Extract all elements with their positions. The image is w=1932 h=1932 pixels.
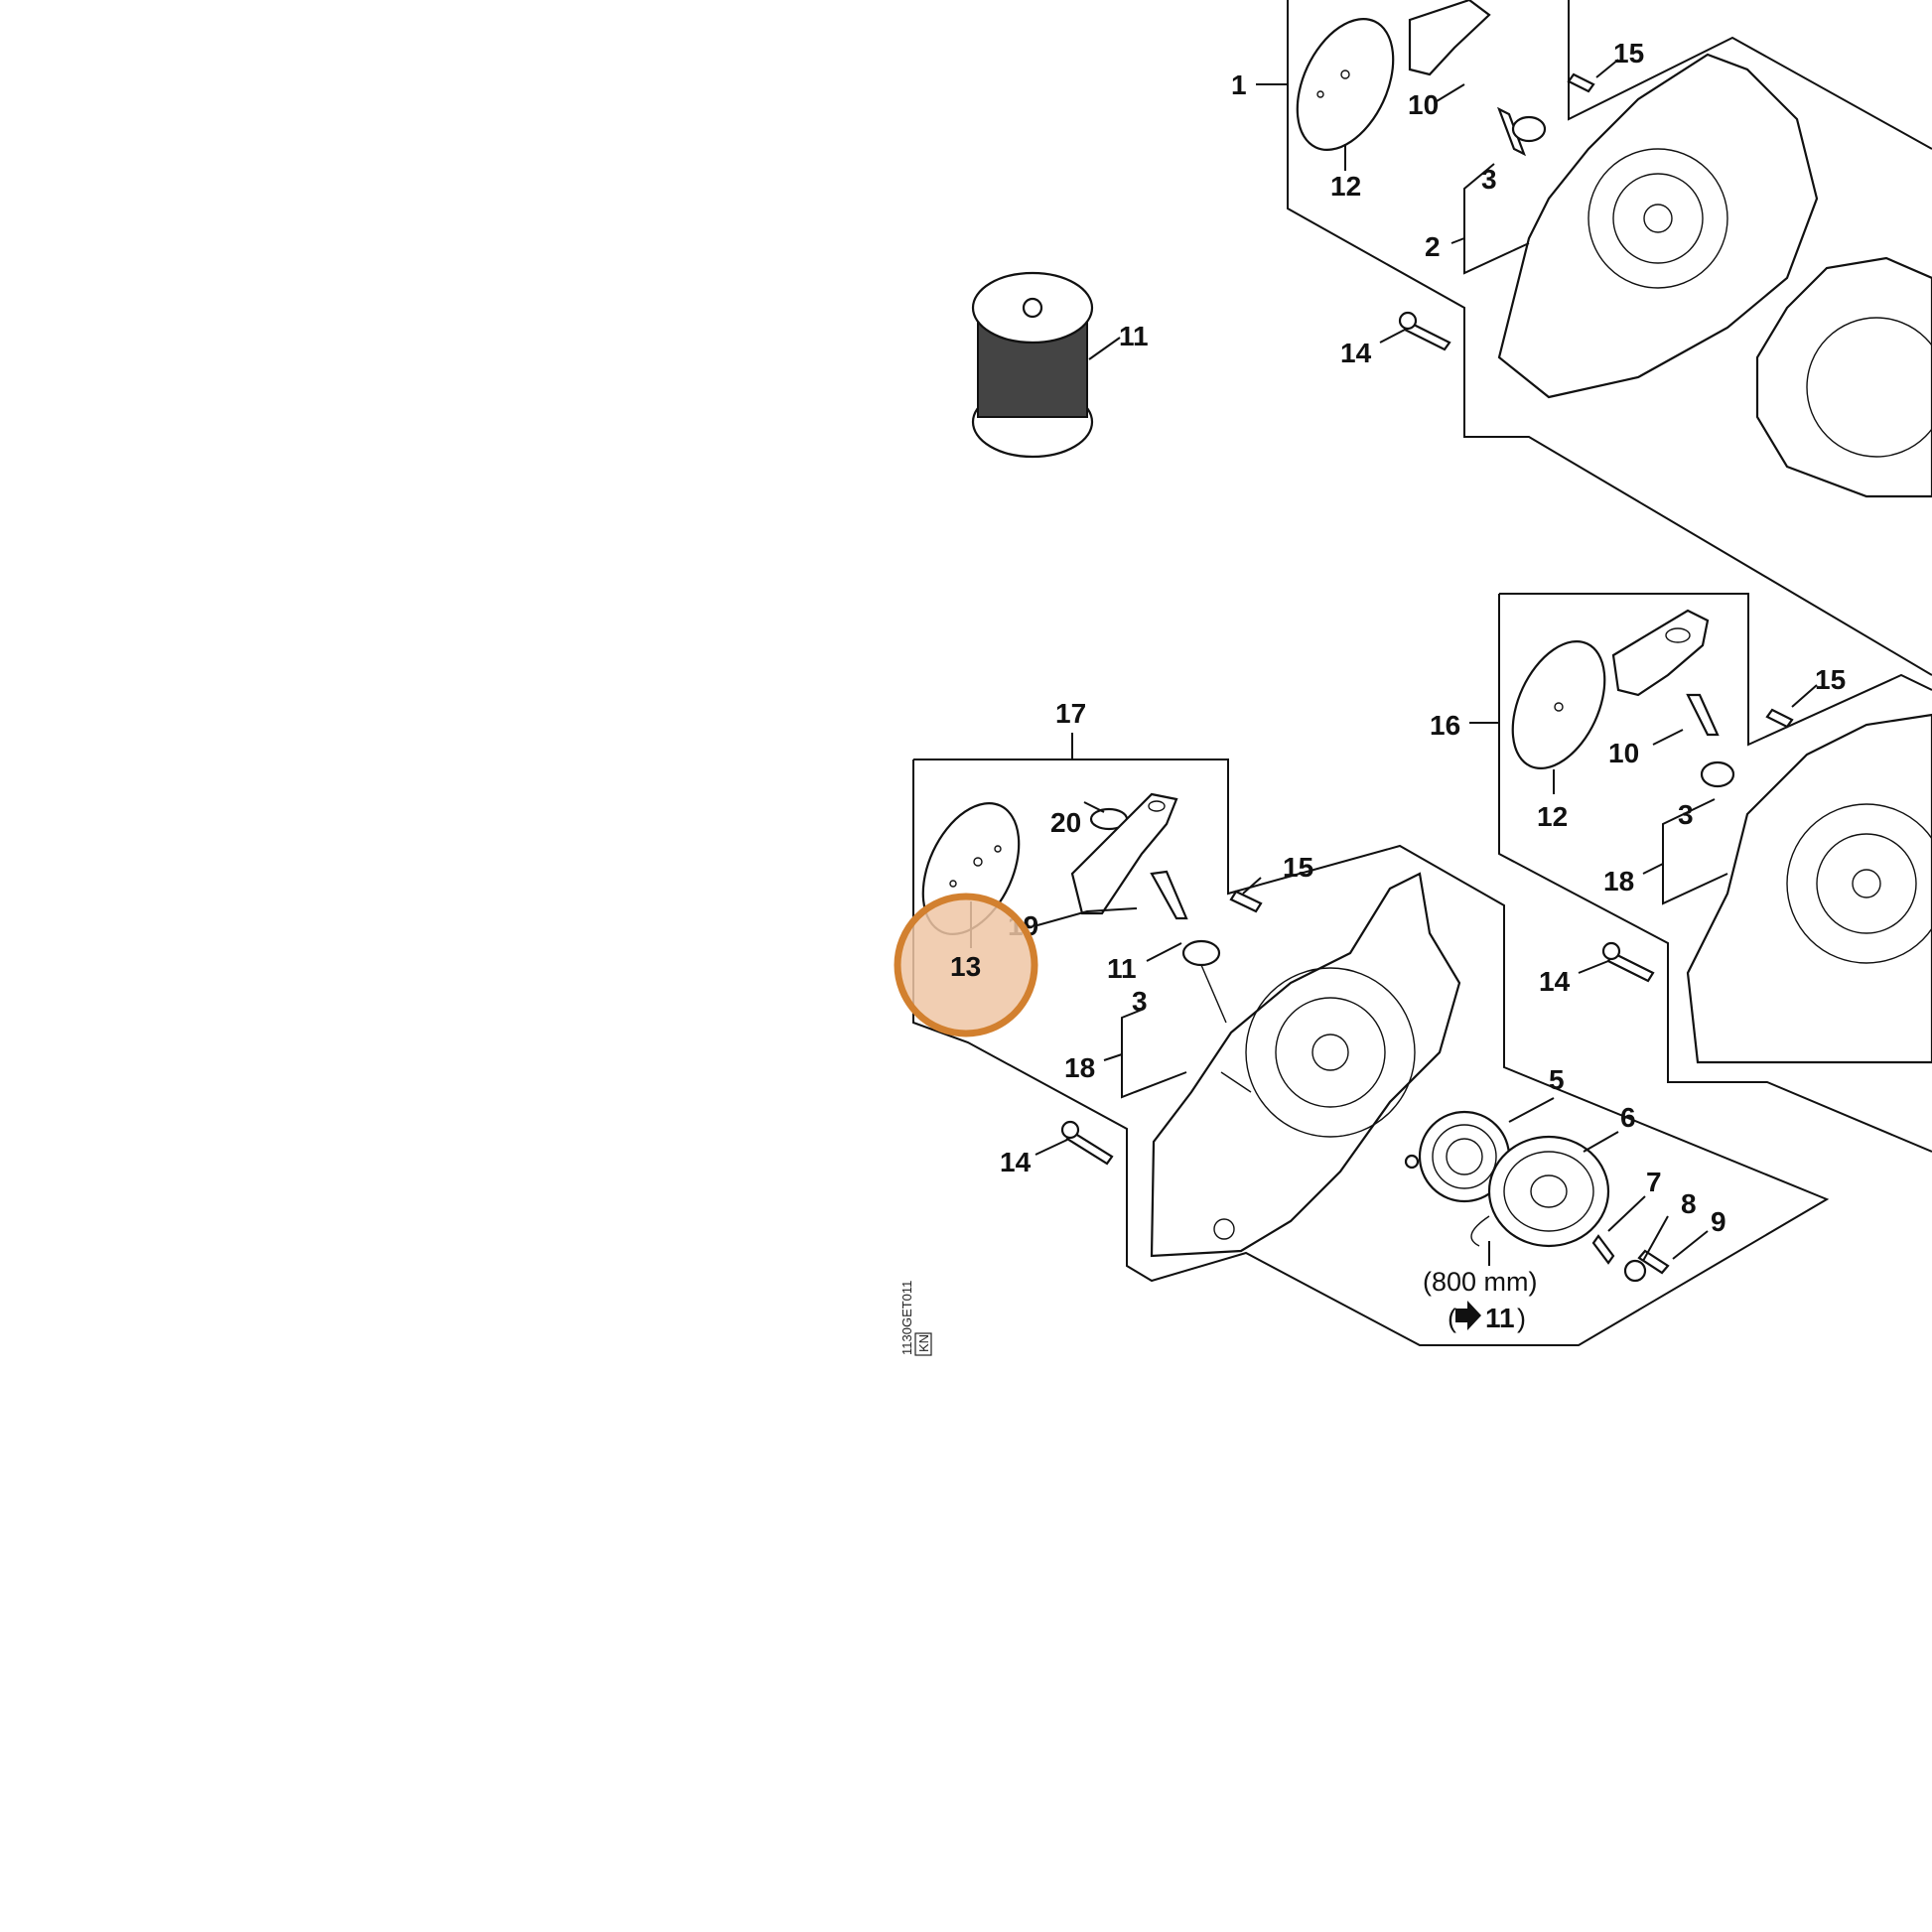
callout-10[interactable]: 10 [1408, 89, 1439, 120]
assembly-1: 1 10 15 12 3 2 14 [1231, 0, 1932, 676]
callout-18[interactable]: 18 [1064, 1052, 1095, 1083]
callout-15[interactable]: 15 [1613, 38, 1644, 69]
callout-5[interactable]: 5 [1549, 1064, 1565, 1095]
callout-8[interactable]: 8 [1681, 1188, 1697, 1219]
callout-2[interactable]: 2 [1425, 231, 1441, 262]
svg-text:1130GET011: 1130GET011 [899, 1281, 914, 1355]
callout-16[interactable]: 16 [1430, 710, 1460, 741]
assembly-16: 16 10 15 12 3 18 14 [1430, 593, 1932, 1153]
callout-14[interactable]: 14 [1340, 338, 1372, 368]
callout-17[interactable]: 17 [1055, 698, 1086, 729]
callout-10[interactable]: 10 [1608, 738, 1639, 768]
callout-6[interactable]: 6 [1620, 1102, 1636, 1133]
callout-11[interactable]: 11 [1119, 321, 1149, 351]
drawing-code: 1130GET011 KN [899, 1281, 932, 1356]
callout-20[interactable]: 20 [1050, 807, 1081, 838]
highlighted-callout-13[interactable]: 13 [894, 893, 1038, 1037]
svg-text:KN: KN [916, 1334, 931, 1352]
svg-text:): ) [1517, 1304, 1526, 1333]
callout-3[interactable]: 3 [1481, 164, 1497, 195]
callout-12[interactable]: 12 [1330, 171, 1361, 202]
rope-reference: ( 11 ) [1448, 1301, 1526, 1333]
svg-text:11: 11 [1485, 1303, 1515, 1333]
callout-15[interactable]: 15 [1815, 664, 1846, 695]
callout-7[interactable]: 7 [1646, 1167, 1662, 1197]
callout-14[interactable]: 14 [1000, 1147, 1032, 1177]
arrow-right-icon [1455, 1301, 1481, 1330]
callout-13[interactable]: 13 [950, 951, 981, 982]
callout-3[interactable]: 3 [1132, 986, 1148, 1017]
assembly-17: 17 20 15 19 11 3 18 14 5 6 7 8 9 (800 mm… [912, 698, 1830, 1346]
callout-3[interactable]: 3 [1678, 799, 1694, 830]
rope-spool: 11 [971, 271, 1149, 459]
callout-9[interactable]: 9 [1711, 1206, 1726, 1237]
callout-11[interactable]: 11 [1107, 953, 1137, 984]
svg-text:(: ( [1448, 1304, 1456, 1333]
rope-length-note: (800 mm) [1423, 1267, 1538, 1297]
callout-14[interactable]: 14 [1539, 966, 1571, 997]
callout-18[interactable]: 18 [1603, 866, 1634, 897]
callout-12[interactable]: 12 [1537, 801, 1568, 832]
callout-1[interactable]: 1 [1231, 69, 1247, 100]
callout-15[interactable]: 15 [1283, 852, 1313, 883]
